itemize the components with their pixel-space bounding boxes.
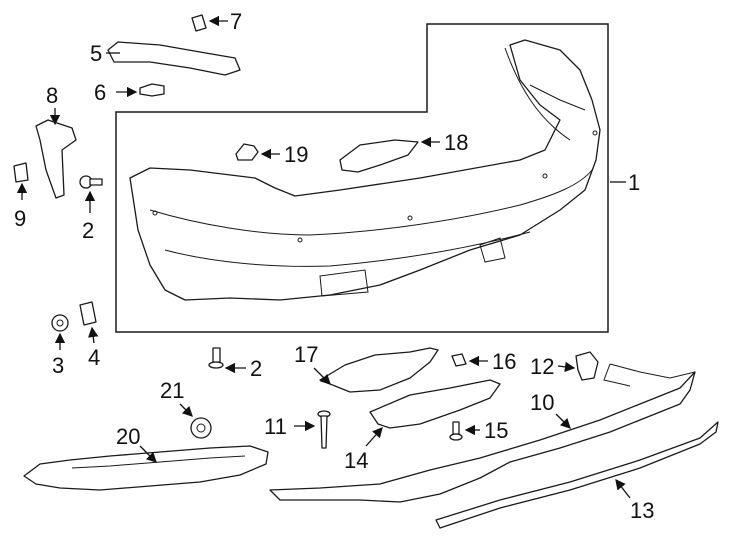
callout-10: 10	[530, 390, 554, 415]
callout-8: 8	[46, 83, 58, 108]
callout-15: 15	[484, 418, 508, 443]
callout-2b: 2	[250, 356, 262, 381]
callout-17: 17	[294, 342, 318, 367]
callout-6: 6	[94, 80, 106, 105]
assembly-frame	[115, 23, 609, 333]
screw-part-15	[449, 421, 463, 441]
leader-12	[557, 361, 576, 373]
leader-14	[365, 427, 383, 447]
nut-part-4	[79, 301, 97, 326]
screw-part-2a	[79, 175, 103, 189]
clip-part-9	[13, 162, 29, 183]
callout-12: 12	[530, 354, 554, 379]
callout-14: 14	[344, 448, 368, 473]
leader-20	[139, 445, 157, 463]
bumper-cover-part	[129, 39, 601, 301]
callout-2a: 2	[82, 218, 94, 243]
nut-part-16	[451, 353, 467, 367]
reflector-part-20	[23, 445, 269, 491]
leader-13	[615, 478, 631, 499]
callout-7: 7	[230, 9, 242, 34]
clip-part-19	[235, 143, 259, 161]
callout-3: 3	[52, 353, 64, 378]
push-pin-part-11	[317, 410, 331, 449]
reflector-part-17	[319, 347, 439, 393]
callout-16: 16	[492, 349, 516, 374]
nut-part-21	[190, 417, 212, 439]
callout-13: 13	[630, 498, 654, 523]
screw-part-2b	[208, 347, 224, 369]
callout-18: 18	[444, 130, 468, 155]
callout-21: 21	[160, 378, 184, 403]
leader-4	[88, 326, 99, 344]
callout-1: 1	[628, 170, 640, 195]
leader-21	[179, 403, 193, 417]
screw-part-3	[51, 314, 69, 332]
clip-part-7	[191, 14, 207, 32]
bolt-part-6	[139, 83, 165, 97]
callout-5: 5	[90, 41, 102, 66]
leader-17	[313, 367, 331, 385]
bracket-part-14	[369, 379, 501, 429]
callout-11: 11	[264, 414, 287, 439]
trim-strip-part-13	[435, 421, 719, 529]
callout-20: 20	[116, 424, 140, 449]
callout-9: 9	[14, 206, 26, 231]
bracket-part-8	[35, 119, 77, 199]
valance-part-10	[269, 371, 696, 503]
callout-4: 4	[88, 345, 100, 370]
callout-19: 19	[284, 142, 308, 167]
bracket-part-18	[339, 139, 419, 173]
sensor-part-12	[575, 351, 599, 381]
bracket-part-5	[107, 41, 241, 76]
leader-10	[555, 413, 571, 429]
